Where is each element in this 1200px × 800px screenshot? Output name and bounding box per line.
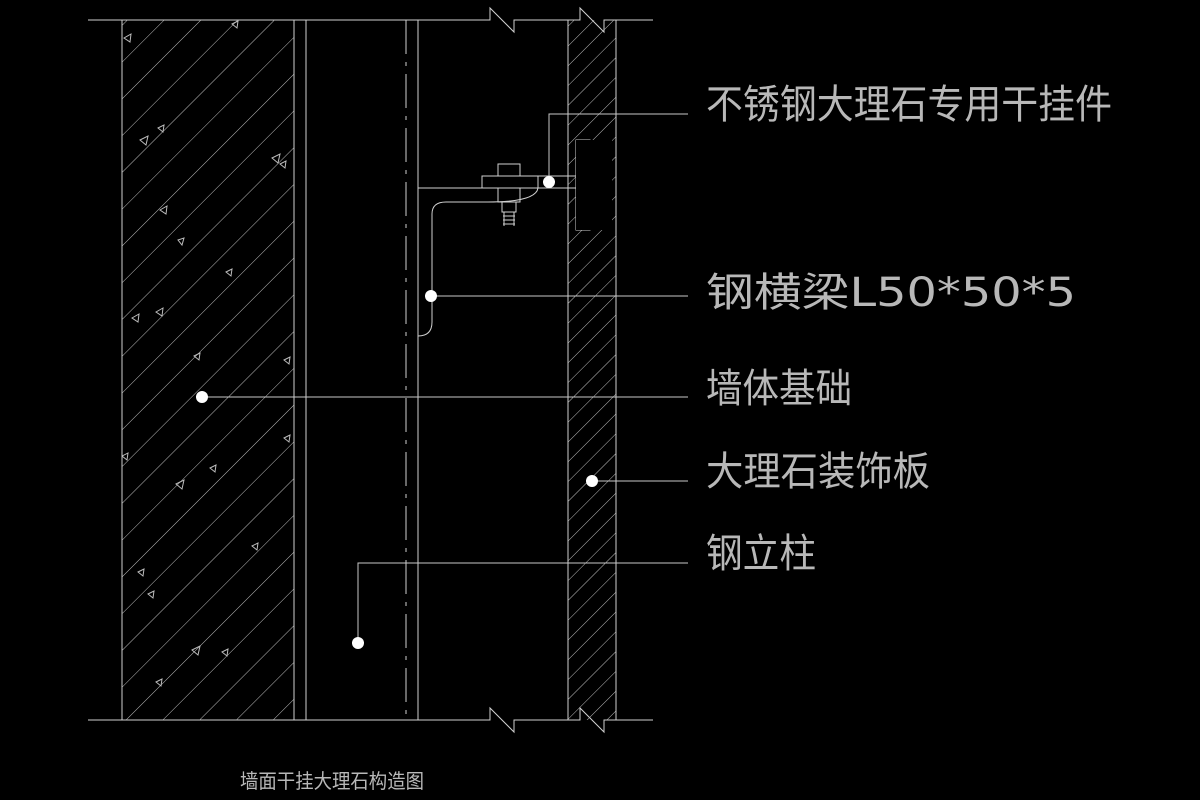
aggregate-marks xyxy=(122,20,291,687)
leader-column xyxy=(357,562,688,643)
marker-wall xyxy=(196,391,208,403)
leader-hanger xyxy=(548,113,688,182)
leader-lines xyxy=(202,113,688,643)
steel-cross-beam xyxy=(417,187,488,337)
label-column: 钢立柱 xyxy=(706,531,816,577)
marker-beam xyxy=(425,290,437,302)
wall-foundation xyxy=(121,20,295,720)
label-beam: 钢横梁L50*50*5 xyxy=(706,270,1076,316)
drawing-caption: 墙面干挂大理石构造图 xyxy=(240,769,424,793)
label-wall: 墙体基础 xyxy=(706,366,852,412)
marker-column xyxy=(352,637,364,649)
marker-hanger xyxy=(543,176,555,188)
marker-panel xyxy=(586,475,598,487)
label-panel: 大理石装饰板 xyxy=(706,449,930,495)
steel-column xyxy=(305,20,419,720)
label-hanger: 不锈钢大理石专用干挂件 xyxy=(706,82,1112,128)
leader-markers xyxy=(196,176,598,649)
marble-panel xyxy=(567,20,617,720)
labels: 不锈钢大理石专用干挂件 钢横梁L50*50*5 墙体基础 大理石装饰板 钢立柱 xyxy=(706,82,1112,577)
